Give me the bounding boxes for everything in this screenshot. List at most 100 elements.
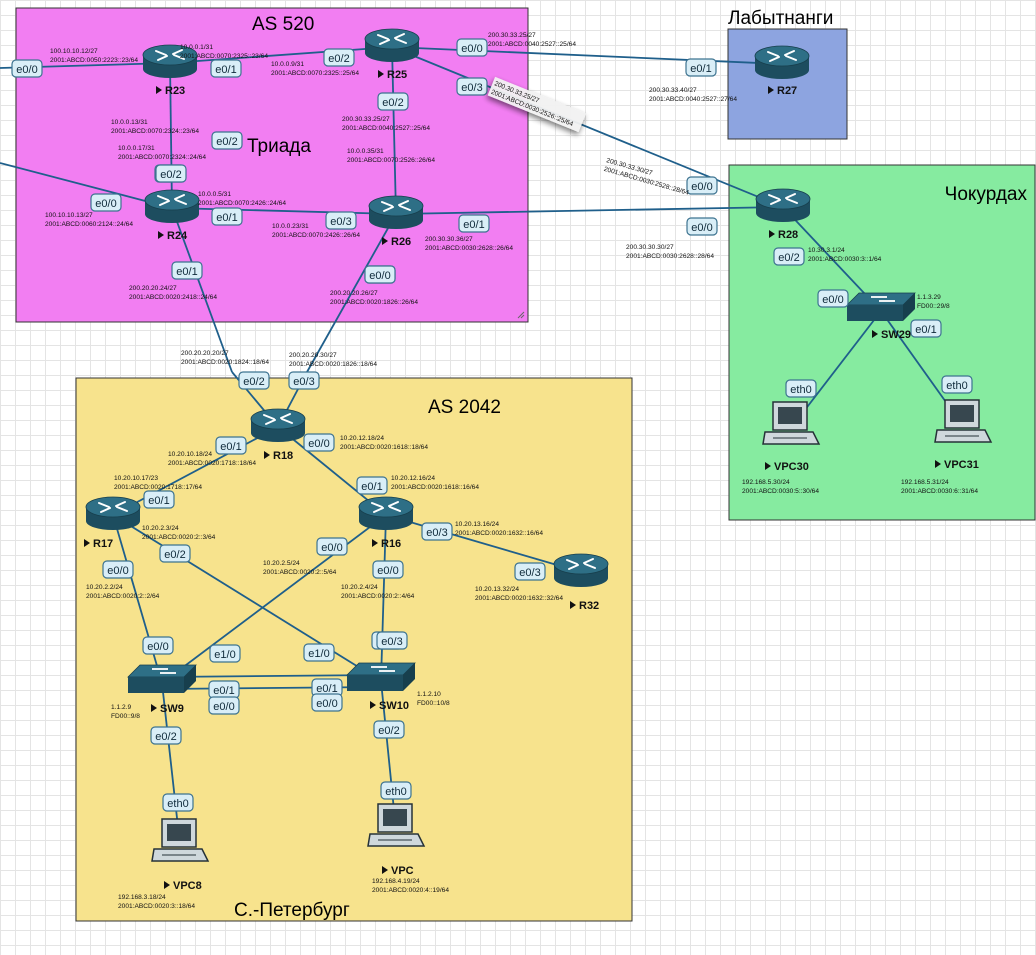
device-sw10[interactable]	[346, 662, 416, 691]
ipv4-address: 10.0.0.5/31	[198, 191, 231, 198]
ipv6-address: 2001:ABCD:0040:2527::27/64	[649, 96, 737, 103]
port-label[interactable]: e0/2	[238, 371, 270, 390]
port-label[interactable]: e0/1	[208, 680, 240, 699]
port-text: e0/1	[690, 63, 711, 75]
port-label[interactable]: eth0	[380, 781, 412, 800]
link[interactable]	[112, 426, 279, 516]
port-label[interactable]: e0/1	[910, 319, 942, 338]
port-label[interactable]: e0/0	[303, 433, 335, 452]
port-label[interactable]: e0/0	[372, 560, 404, 579]
link[interactable]	[161, 514, 387, 684]
address-label: 200.30.30.30/272001:ABCD:0030:2628::28/6…	[626, 244, 714, 260]
resize-handle-icon[interactable]	[517, 311, 525, 319]
port-label[interactable]: eth0	[785, 379, 817, 398]
ipv4-address: 192.168.5.31/24	[901, 479, 949, 486]
device-label-vpc31: VPC31	[944, 459, 979, 471]
port-label[interactable]: e0/2	[377, 92, 409, 111]
port-label[interactable]: e0/2	[211, 131, 243, 150]
link[interactable]	[169, 62, 173, 209]
port-label[interactable]: e0/1	[143, 490, 175, 509]
ipv6-address: 2001:ABCD:0020:3::18/64	[118, 903, 195, 910]
port-label[interactable]: e0/0	[102, 560, 134, 579]
port-label[interactable]: eth0	[941, 375, 973, 394]
port-label[interactable]: e0/2	[323, 48, 355, 67]
ipv6-address: 2001:ABCD:0030:5::30/64	[742, 488, 819, 495]
link[interactable]	[385, 514, 582, 573]
port-label[interactable]: e0/1	[685, 58, 717, 77]
link[interactable]	[306, 213, 397, 373]
link[interactable]	[380, 514, 387, 682]
port-label[interactable]: e0/0	[11, 59, 43, 78]
link[interactable]	[161, 682, 181, 846]
port-text: e1/0	[214, 649, 235, 661]
device-sw9[interactable]	[127, 664, 197, 693]
port-label[interactable]: e1/0	[303, 643, 335, 662]
port-label[interactable]: e0/0	[686, 217, 718, 236]
device-r18[interactable]	[250, 408, 306, 442]
link[interactable]	[391, 46, 397, 215]
port-label[interactable]: e0/1	[171, 261, 203, 280]
ipv4-address: 200.30.33.25/27	[488, 32, 536, 39]
port-label[interactable]: e0/1	[311, 678, 343, 697]
device-r26[interactable]	[368, 195, 424, 229]
ipv4-address: 200.20.20.30/27	[289, 352, 337, 359]
port-label[interactable]: e0/1	[210, 59, 242, 78]
device-vpc8[interactable]	[151, 818, 210, 862]
port-label[interactable]: e0/3	[421, 522, 453, 541]
link[interactable]	[171, 207, 233, 373]
port-label[interactable]: e0/3	[514, 562, 546, 581]
port-label[interactable]: e0/0	[90, 193, 122, 212]
link[interactable]	[171, 207, 397, 215]
port-label[interactable]: e0/2	[159, 544, 191, 563]
port-label[interactable]: e0/0	[686, 176, 718, 195]
port-label[interactable]: e0/0	[817, 289, 849, 308]
port-text: eth0	[385, 786, 406, 798]
device-sw29[interactable]	[846, 292, 916, 321]
port-label[interactable]: e0/1	[211, 207, 243, 226]
link[interactable]	[395, 206, 784, 215]
port-label[interactable]: e0/3	[325, 211, 357, 230]
device-r28[interactable]	[755, 188, 811, 222]
port-label[interactable]: e0/3	[456, 77, 488, 96]
port-label[interactable]: e0/0	[364, 265, 396, 284]
device-r24[interactable]	[144, 189, 200, 223]
device-r27[interactable]	[754, 45, 810, 79]
port-label[interactable]: e0/2	[373, 720, 405, 739]
play-icon	[370, 701, 376, 709]
port-label[interactable]: e0/2	[150, 726, 182, 745]
device-r17[interactable]	[85, 496, 141, 530]
port-label[interactable]: e0/0	[208, 696, 240, 715]
link[interactable]	[169, 46, 393, 64]
port-label[interactable]: e0/2	[773, 247, 805, 266]
port-label[interactable]: e0/0	[142, 636, 174, 655]
port-label[interactable]: eth0	[162, 793, 194, 812]
device-vpc31[interactable]	[934, 399, 993, 443]
device-vpc30[interactable]	[762, 401, 821, 445]
ipv6-address: 2001:ABCD:0030:3::1/64	[808, 256, 882, 263]
link[interactable]	[112, 514, 382, 682]
link[interactable]	[112, 514, 163, 684]
device-r25[interactable]	[364, 28, 420, 62]
link[interactable]	[0, 162, 173, 209]
device-vpc[interactable]	[367, 803, 426, 847]
port-label[interactable]: e0/0	[316, 537, 348, 556]
port-label[interactable]: e1/0	[209, 644, 241, 663]
device-r16[interactable]	[358, 496, 414, 530]
port-label[interactable]: e0/0	[456, 38, 488, 57]
link[interactable]	[391, 46, 784, 208]
device-label-r18: R18	[273, 450, 293, 462]
link[interactable]	[161, 686, 382, 690]
device-r23[interactable]	[142, 44, 198, 78]
port-label[interactable]: e0/3	[288, 371, 320, 390]
link[interactable]	[161, 674, 382, 678]
device-r32[interactable]	[553, 553, 609, 587]
port-label[interactable]: e0/1	[215, 436, 247, 455]
port-text: e0/2	[778, 252, 799, 264]
port-label[interactable]: e0/1	[458, 214, 490, 233]
port-label[interactable]: e0/1	[356, 476, 388, 495]
port-label[interactable]: e0/3	[376, 631, 408, 650]
port-label[interactable]: e0/2	[155, 164, 187, 183]
port-label[interactable]: e0/0	[311, 693, 343, 712]
